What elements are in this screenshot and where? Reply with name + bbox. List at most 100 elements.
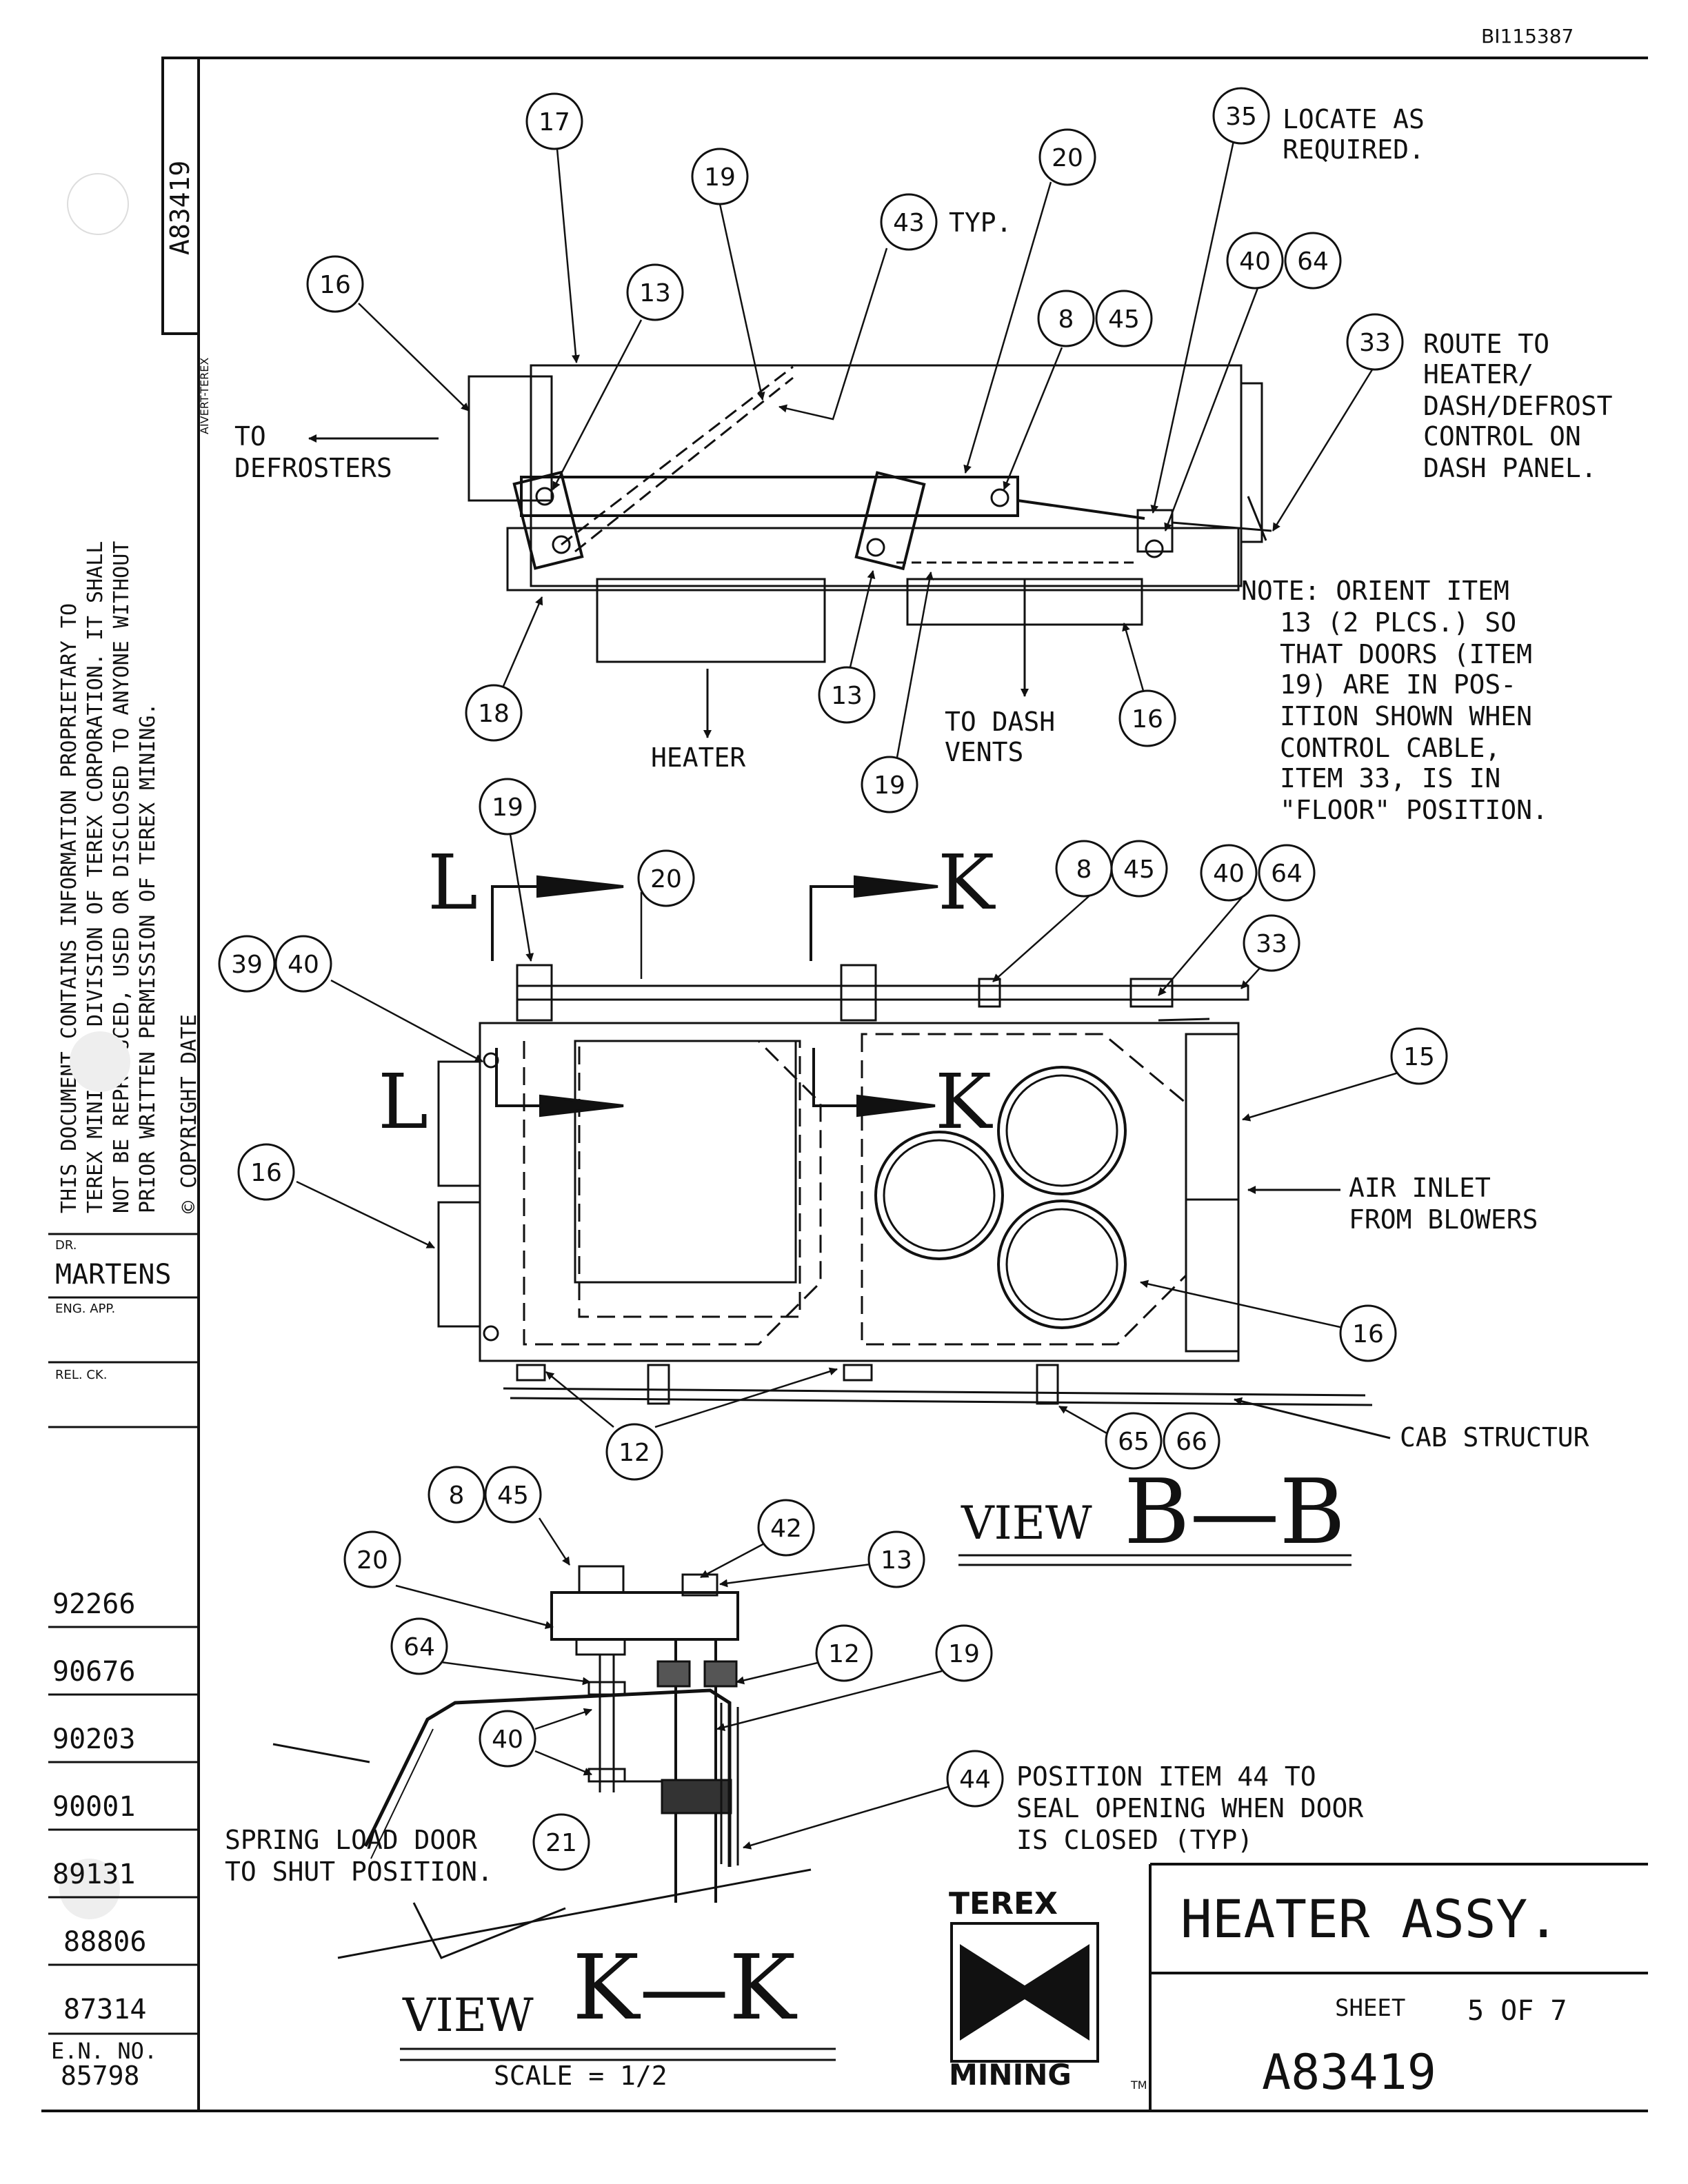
balloon-12: 12 [605, 1423, 663, 1481]
svg-text:8: 8 [1058, 305, 1074, 334]
balloon-40: 40 [1226, 232, 1284, 290]
position-note-line3: IS CLOSED (TYP) [1016, 1825, 1253, 1855]
right-title-block [1149, 1863, 1648, 2111]
view-bb-geometry [437, 964, 1373, 1406]
svg-text:17: 17 [539, 108, 570, 136]
logo-tm-text: TM [1130, 2079, 1147, 2092]
revision-list: 92266 90676 90203 90001 89131 88806 8731… [52, 1588, 146, 2025]
balloon-64: 64 [1258, 844, 1316, 902]
revision-3: 90203 [52, 1723, 135, 1755]
en-no-label: E.N. NO. [51, 2038, 157, 2064]
svg-text:12: 12 [619, 1439, 650, 1467]
balloon-45: 45 [1095, 290, 1153, 347]
svg-text:16: 16 [319, 271, 351, 299]
orient-note-line3: THAT DOORS (ITEM [1280, 639, 1532, 669]
balloon-40: 40 [479, 1710, 536, 1768]
svg-text:43: 43 [893, 209, 925, 237]
notice-line-1: THIS DOCUMENT CONTAINS INFORMATION PROPR… [57, 603, 81, 1213]
balloon-20: 20 [343, 1530, 401, 1588]
svg-text:13: 13 [639, 279, 671, 307]
vendor-tag: AIVERT-TEREX [198, 358, 211, 434]
balloon-16: 16 [306, 255, 364, 313]
orient-note: NOTE: ORIENT ITEM 13 (2 PLCS.) SO THAT D… [1241, 576, 1548, 825]
balloon-19: 19 [935, 1624, 993, 1682]
orient-note-line5: ITION SHOWN WHEN [1280, 701, 1532, 731]
top-view-geometry [468, 364, 1272, 663]
balloon-16: 16 [237, 1143, 295, 1201]
svg-text:40: 40 [1239, 247, 1271, 276]
revision-4: 90001 [52, 1791, 135, 1823]
view-kk-word: VIEW [402, 1989, 534, 2042]
balloon-13: 13 [626, 263, 684, 321]
orient-note-line4: 19) ARE IN POS- [1280, 669, 1516, 700]
balloon-40: 40 [1200, 844, 1258, 902]
punch-hole-top [67, 173, 129, 235]
typ-43-label: TYP. [949, 208, 1012, 238]
svg-text:65: 65 [1118, 1428, 1149, 1456]
proprietary-notice: THIS DOCUMENT CONTAINS INFORMATION PROPR… [57, 541, 201, 1213]
cab-structure-label: CAB STRUCTUR [1400, 1422, 1589, 1453]
revision-2: 90676 [52, 1656, 135, 1688]
svg-text:40: 40 [492, 1726, 523, 1754]
balloon-19: 19 [691, 148, 749, 205]
orient-note-line7: ITEM 33, IS IN [1280, 763, 1500, 793]
orient-note-line8: "FLOOR" POSITION. [1280, 795, 1548, 825]
drawing-frame [41, 57, 1648, 2112]
sheet-label: SHEET [1335, 1994, 1405, 2022]
notice-line-4: PRIOR WRITTEN PERMISSION OF TEREX MINING… [136, 702, 160, 1213]
to-defrosters-line2: DEFROSTERS [234, 453, 392, 483]
balloon-15: 15 [1390, 1027, 1448, 1085]
balloon-20: 20 [1038, 128, 1096, 186]
balloon-leaders [296, 137, 1399, 1850]
spring-note-line1: SPRING LOAD DOOR [225, 1825, 477, 1855]
balloon-21: 21 [532, 1813, 590, 1871]
balloon-40: 40 [274, 935, 332, 993]
to-defrosters-line1: TO [234, 421, 266, 452]
locate-note-line2: REQUIRED. [1283, 134, 1425, 165]
section-letter-l-top: L [428, 838, 478, 927]
balloon-18: 18 [465, 684, 523, 742]
balloon-8: 8 [1037, 290, 1095, 347]
drawing-title: HEATER ASSY. [1180, 1888, 1559, 1950]
rel-ck-label: REL. CK. [55, 1368, 107, 1382]
route-note-line1: ROUTE TO [1423, 329, 1549, 359]
balloon-42: 42 [757, 1499, 815, 1557]
svg-text:13: 13 [881, 1546, 912, 1575]
notice-line-5: © COPYRIGHT DATE [177, 1014, 201, 1213]
svg-text:18: 18 [478, 700, 510, 728]
balloon-65: 65 [1105, 1412, 1163, 1470]
to-dash-vents-line2: VENTS [945, 737, 1023, 767]
scale-label: SCALE = 1/2 [494, 2061, 667, 2091]
view-kk-letters: K—K [572, 1935, 798, 2040]
revision-7: 87314 [63, 1994, 146, 2025]
balloon-8: 8 [428, 1466, 485, 1524]
balloon-66: 66 [1163, 1412, 1220, 1470]
revision-5: 89131 [52, 1859, 135, 1890]
balloon-20: 20 [637, 849, 695, 907]
route-note-line2: HEATER/ [1423, 359, 1534, 390]
vertical-drawing-number: A83419 [165, 161, 195, 255]
en-no-value: 85798 [61, 2061, 139, 2091]
punch-hole-bottom [59, 1859, 120, 1919]
drawing-number: A83419 [1262, 2044, 1436, 2101]
dr-label: DR. [55, 1238, 77, 1253]
svg-text:33: 33 [1359, 329, 1391, 357]
svg-text:39: 39 [231, 951, 263, 979]
svg-text:45: 45 [1108, 305, 1140, 334]
balloon-45: 45 [484, 1466, 542, 1524]
balloon-45: 45 [1110, 840, 1168, 898]
logo-mining-text: MINING [949, 2058, 1072, 2092]
orient-note-line2: 13 (2 PLCS.) SO [1280, 607, 1516, 638]
balloon-12: 12 [815, 1624, 873, 1682]
svg-text:16: 16 [1132, 705, 1163, 734]
sheet-value: 5 OF 7 [1467, 1995, 1567, 2027]
balloon-13: 13 [867, 1530, 925, 1588]
revision-1: 92266 [52, 1588, 135, 1620]
heater-label: HEATER [651, 742, 745, 773]
drafter-name: MARTENS [55, 1259, 172, 1291]
svg-text:16: 16 [1352, 1320, 1384, 1348]
balloon-17: 17 [525, 92, 583, 150]
eng-app-label: ENG. APP. [55, 1302, 115, 1316]
section-letter-k-top: K [938, 838, 996, 927]
svg-text:21: 21 [545, 1829, 577, 1857]
